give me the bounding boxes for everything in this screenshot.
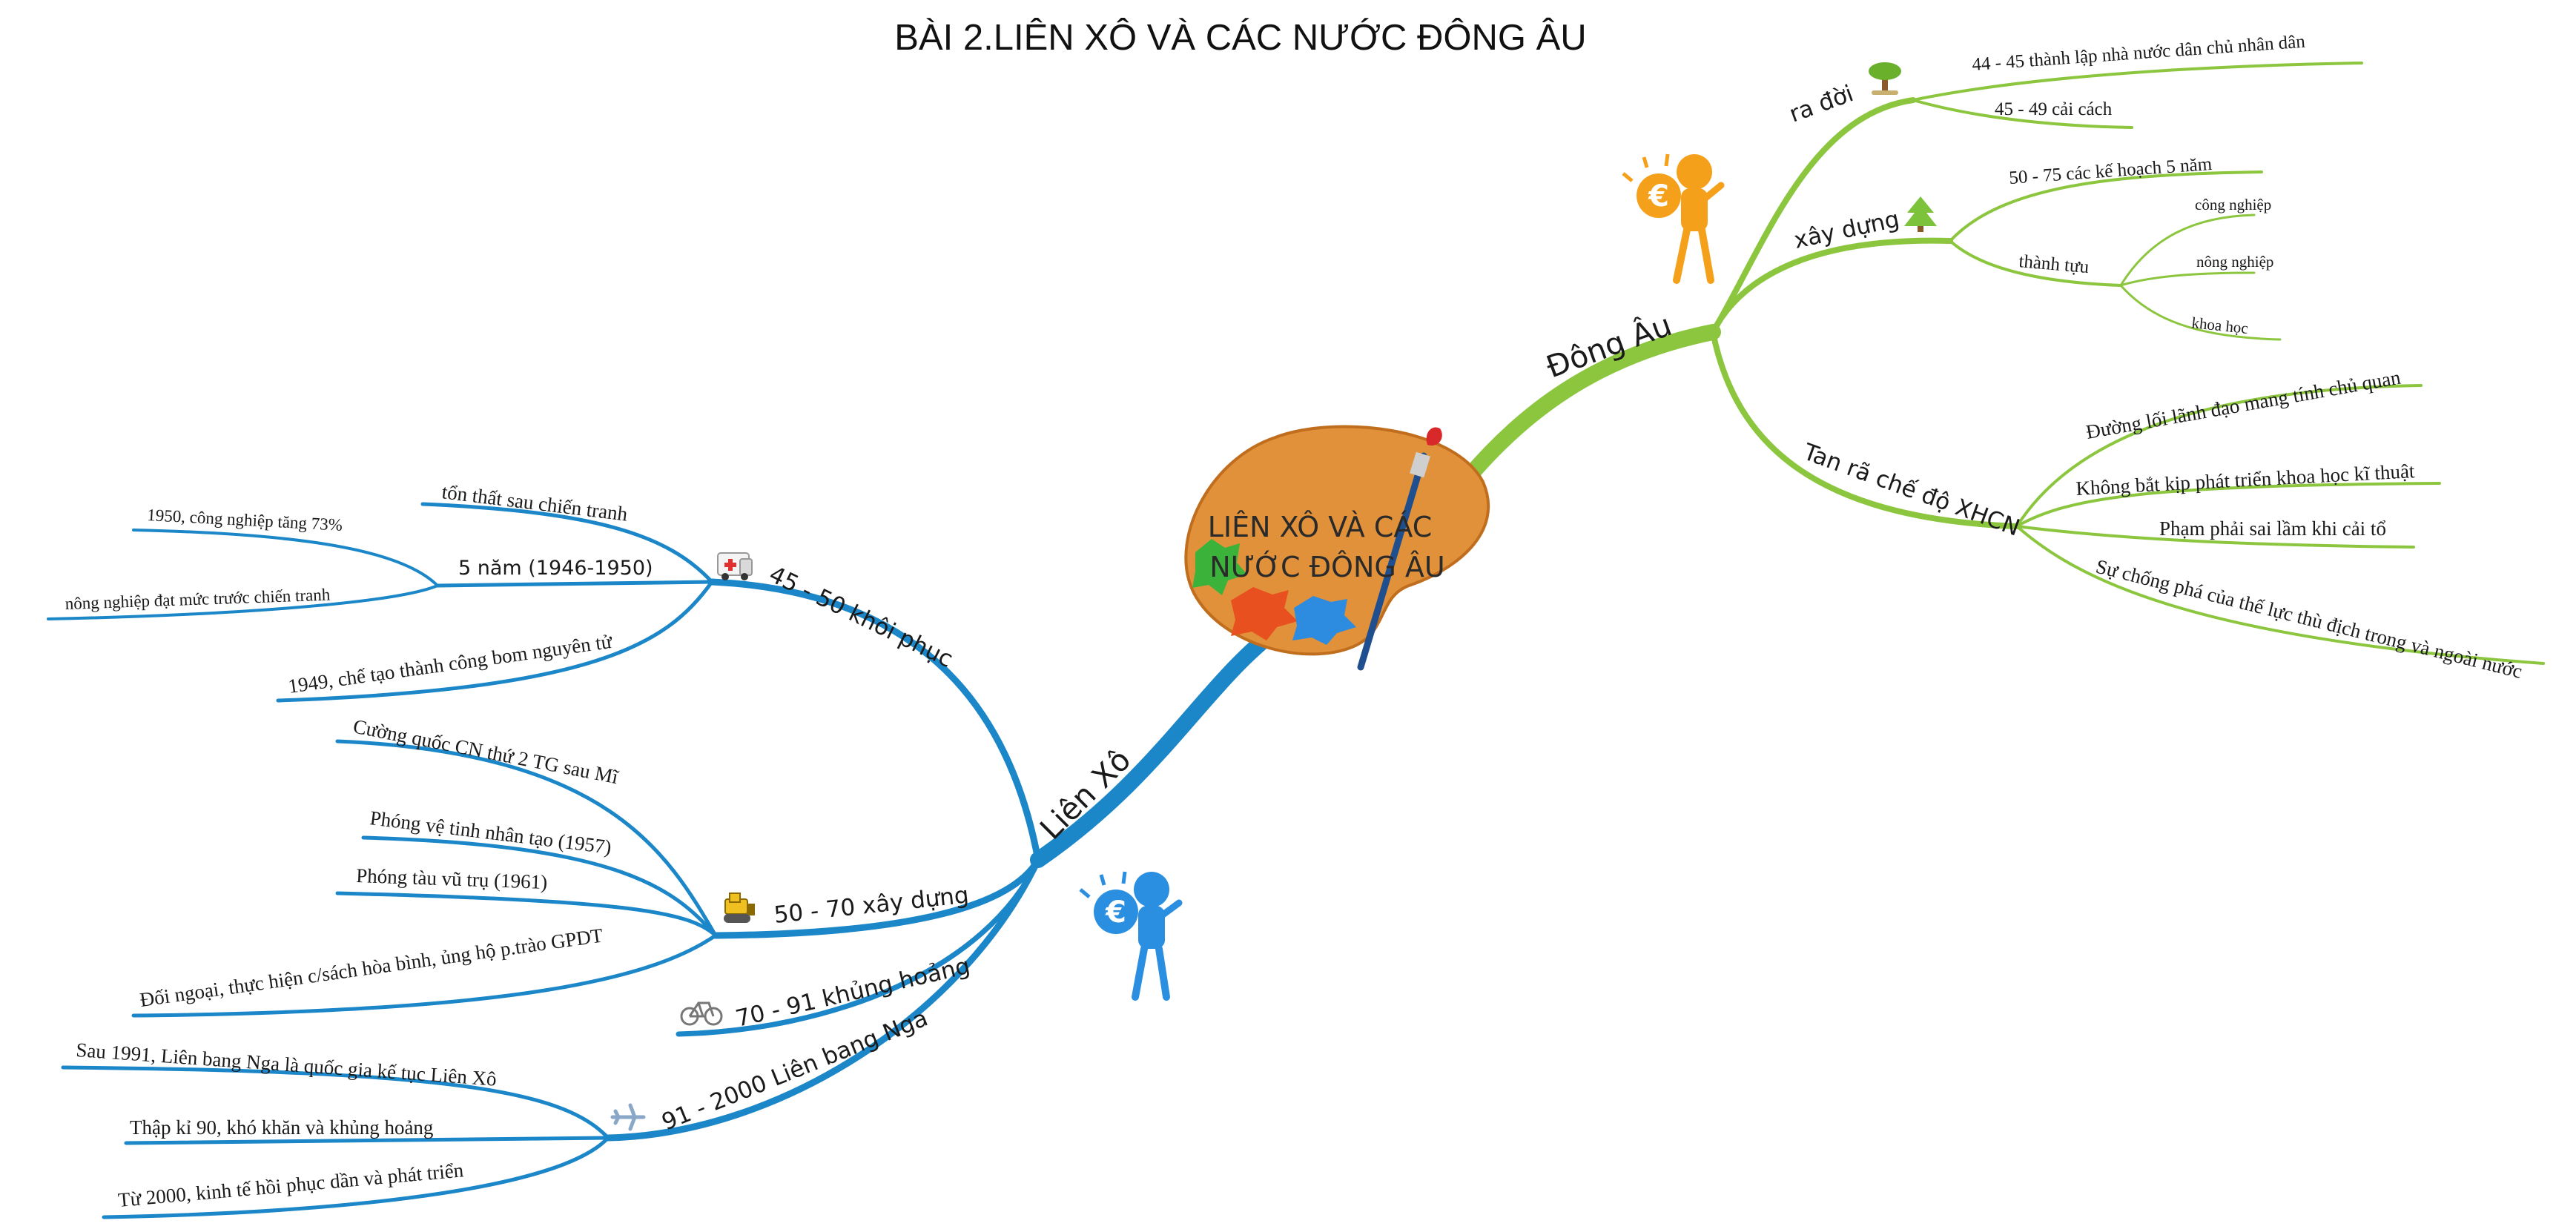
edge-tanra-suchongpha [2015,525,2545,665]
edge-center-lienxo [1030,626,1280,868]
leaf-pham-phai[interactable]: Phạm phải sai lầm khi cải tổ [2159,517,2386,540]
edge-khoiphuc-tonthat [420,502,714,584]
bulldozer-icon [724,892,755,923]
leaf-duong-loi[interactable]: Đường lối lãnh đạo mang tính chủ quan [2084,366,2402,443]
node-ra-doi[interactable]: ra đời [1786,80,1857,127]
edge-xaydung-thanhtuu [1949,239,2122,287]
dong-au-edges [1456,62,2545,665]
edge-center-dongau [1456,324,1721,490]
edge-lienxo-lienbangnga [604,856,1042,1142]
center-label-line1: LIÊN XÔ VÀ CÁC [1208,511,1433,543]
edge-lienxo-xaydung [712,856,1042,939]
center-label-line2: NƯỚC ĐÔNG ÂU [1209,551,1444,583]
leaf-cai-cach[interactable]: 45 - 49 cải cách [1995,99,2113,119]
lien-xo-edges [47,502,1280,1219]
blue-euro-person-icon: € [1079,871,1183,1001]
node-khoi-phuc[interactable]: 45 - 50 khôi phục [764,561,957,673]
leaf-da-cong-nghiep[interactable]: công nghiệp [2195,196,2271,213]
leaf-su-chong-pha[interactable]: Sự chống phá của thế lực thù địch trong … [2094,555,2525,683]
leaf-thanh-lap[interactable]: 44 - 45 thành lập nhà nước dân chủ nhân … [1972,32,2307,75]
bicycle-icon [680,1001,723,1026]
paintbrush-icon [1357,427,1442,671]
edge-xaydung-vetinh [361,835,718,938]
leaf-da-nong-nghiep[interactable]: nông nghiệp [2196,253,2273,271]
edge-tanra-khongbatkip [2015,482,2441,528]
leaf-thap-ki-90[interactable]: Thập kỉ 90, khó khăn và khủng hoảng [130,1116,433,1139]
edge-lienxo-khoiphuc [708,578,1042,864]
leaf-sau-1991[interactable]: Sau 1991, Liên bang Nga là quốc gia kế t… [76,1039,498,1090]
edge-thanhtuu-congnghiep [2119,213,2256,287]
svg-text:€: € [1105,895,1126,930]
pine-tree-icon [1904,196,1937,232]
edge-nga-tu2000 [102,1136,610,1219]
node-lien-bang-nga[interactable]: 91 - 2000 Liên bang Nga [658,1004,932,1136]
leaf-doi-ngoai[interactable]: Đối ngoại, thực hiện c/sách hòa bình, ủn… [139,924,605,1010]
node-xay-dung-lx[interactable]: 50 - 70 xây dựng [773,882,970,929]
leaf-ve-tinh[interactable]: Phóng vệ tinh nhân tạo (1957) [369,807,612,858]
diagram-title: BÀI 2.LIÊN XÔ VÀ CÁC NƯỚC ĐÔNG ÂU [894,18,1586,58]
edge-xaydung-tauvutru [335,891,718,938]
orange-euro-person-icon: € [1622,153,1725,284]
edge-radoi-caicach [1912,99,2133,129]
green-paint-blob [1192,539,1247,595]
ambulance-icon [717,552,753,580]
edge-dongau-xaydung [1710,237,1953,335]
edge-dongau-tanra [1710,329,2020,529]
edge-5nam-nongnghiep [47,584,439,620]
edge-tanra-phamphai [2015,525,2415,549]
edge-khoiphuc-bom [276,580,714,703]
edge-tanra-duongloi [2015,384,2423,528]
leaf-da-khoa-hoc[interactable]: khoa học [2190,314,2248,337]
svg-text:€: € [1648,179,1669,213]
edge-5nam-congnghiep [132,529,439,587]
edge-nga-sau1991 [61,1065,610,1140]
airplane-icon [610,1103,646,1131]
edge-thanhtuu-khoahoc [2119,284,2282,341]
node-5-nam[interactable]: 5 năm (1946-1950) [458,557,653,580]
edge-thanhtuu-nongnghiep [2119,271,2256,287]
leaf-tu-2000[interactable]: Từ 2000, kinh tế hồi phục dần và phát tr… [117,1159,465,1211]
leaf-ton-that[interactable]: tổn thất sau chiến tranh [440,480,629,526]
edge-xaydung-cuongquoc [335,739,718,938]
edge-xaydung-doingoai [131,933,718,1018]
edge-xaydung-kehoach [1949,170,2263,242]
center-node[interactable]: LIÊN XÔ VÀ CÁC NƯỚC ĐÔNG ÂU [1184,425,1490,671]
blue-paint-blob [1292,596,1356,645]
tree-icon [1869,62,1901,95]
leaf-cuong-quoc[interactable]: Cường quốc CN thứ 2 TG sau Mĩ [351,715,621,788]
red-paint-blob [1231,587,1298,640]
edge-nga-thapki90 [124,1136,610,1145]
leaf-tau-vu-tru[interactable]: Phóng tàu vũ trụ (1961) [356,864,548,893]
edge-radoi-thanhlap [1912,62,2363,102]
edge-dongau-radoi [1710,97,1916,335]
edge-khoiphuc-5nam [435,580,714,588]
leaf-khong-bat-kip[interactable]: Không bắt kịp phát triển khoa học kĩ thu… [2075,460,2416,500]
node-thanh-tuu[interactable]: thành tựu [2018,251,2090,277]
leaf-ke-hoach[interactable]: 50 - 75 các kế hoạch 5 năm [2009,154,2213,188]
